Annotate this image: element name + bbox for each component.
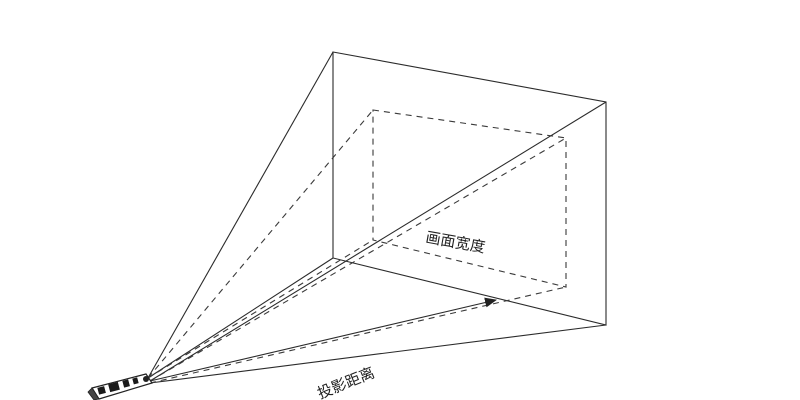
screen-width-label: 画面宽度 (424, 228, 486, 256)
projector-icon (87, 373, 153, 400)
inner-projection-cone (147, 109, 567, 384)
inner-screen-outline (372, 109, 567, 288)
projection-distance-label: 投影距离 (315, 364, 377, 400)
outer-screen-outline (332, 51, 607, 326)
outer-projection-cone (147, 51, 607, 384)
projection-distance-arrow (149, 297, 497, 382)
